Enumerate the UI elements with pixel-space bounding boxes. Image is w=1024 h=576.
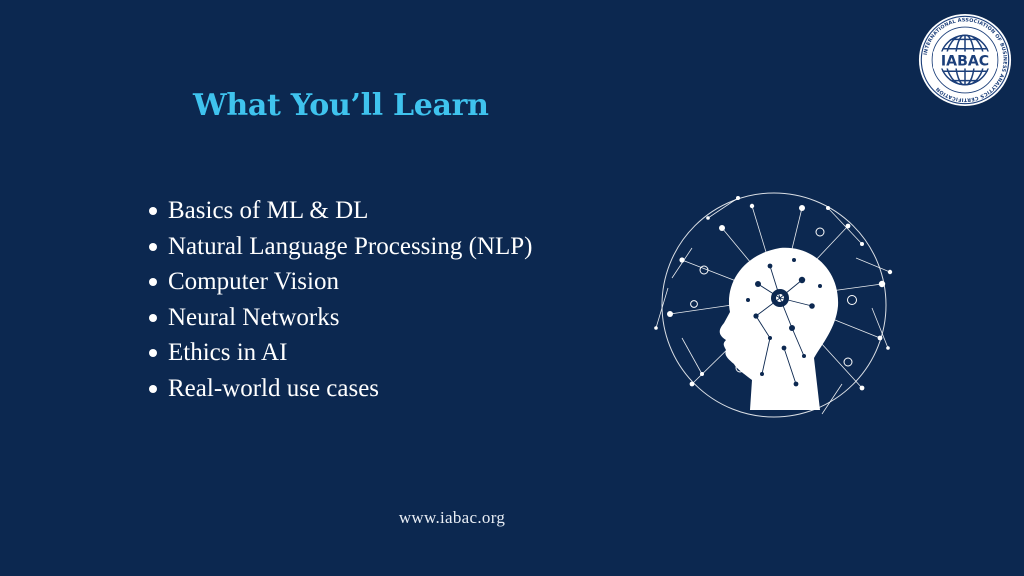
slide-title: What You’ll Learn xyxy=(193,88,489,123)
website-url: www.iabac.org xyxy=(398,508,506,527)
iabac-logo-icon: INTERNATIONAL ASSOCIATION OF BUSINESS AN… xyxy=(918,13,1012,107)
bullet-item: Natural Language Processing (NLP) xyxy=(148,229,532,265)
logo-abbr: IABAC xyxy=(941,54,989,70)
bullet-item: Neural Networks xyxy=(148,300,532,336)
bullet-item: Real-world use cases xyxy=(148,371,532,407)
bullet-item: Ethics in AI xyxy=(148,335,532,371)
ai-head-network-icon xyxy=(654,192,893,418)
bullet-item: Computer Vision xyxy=(148,264,532,300)
bullet-item: Basics of ML & DL xyxy=(148,193,532,229)
bullet-list: Basics of ML & DL Natural Language Proce… xyxy=(148,193,532,406)
